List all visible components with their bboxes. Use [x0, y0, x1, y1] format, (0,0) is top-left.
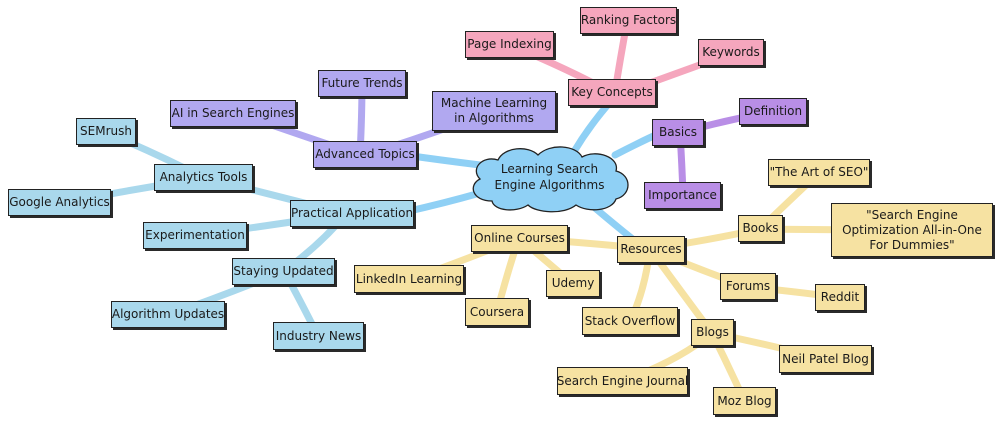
node-label: Udemy [551, 276, 595, 290]
node-label: Forums [725, 279, 771, 293]
node-label: Books [742, 221, 779, 235]
root-node[interactable]: Learning Search Engine Algorithms [462, 143, 637, 213]
node-experimentation[interactable]: Experimentation [143, 222, 247, 249]
node-label: Coursera [469, 304, 525, 319]
node-label: Reddit [820, 290, 860, 304]
node-industry-news[interactable]: Industry News [273, 322, 364, 350]
node-label: Online Courses [474, 231, 565, 245]
node-importance[interactable]: Importance [644, 182, 721, 209]
node-key-concepts[interactable]: Key Concepts [568, 79, 656, 106]
node-label: Future Trends [321, 76, 403, 90]
node-blogs[interactable]: Blogs [691, 319, 734, 346]
node-ai-in-search-engines[interactable]: AI in Search Engines [170, 100, 296, 127]
node-resources[interactable]: Resources [617, 236, 685, 263]
node-neil-patel-blog[interactable]: Neil Patel Blog [779, 345, 872, 373]
node-label: "The Art of SEO" [769, 165, 869, 179]
node-udemy[interactable]: Udemy [546, 270, 600, 297]
node-label: Search Engine Journal [556, 373, 689, 388]
node-label: Basics [658, 125, 698, 139]
node-label: Neil Patel Blog [782, 351, 869, 366]
node-label: Google Analytics [9, 195, 110, 209]
node-label: Definition [743, 104, 803, 118]
node-basics[interactable]: Basics [652, 119, 704, 146]
node-label: Keywords [702, 45, 760, 59]
node-practical-application[interactable]: Practical Application [290, 200, 414, 227]
node-machine-learning[interactable]: Machine Learning in Algorithms [432, 91, 556, 131]
node-online-courses[interactable]: Online Courses [471, 225, 568, 252]
node-label: Staying Updated [233, 264, 334, 278]
node-label: "Search Engine Optimization All-in-One F… [842, 207, 982, 252]
node-books[interactable]: Books [738, 215, 783, 242]
node-analytics-tools[interactable]: Analytics Tools [154, 164, 253, 191]
node-label: Algorithm Updates [111, 307, 225, 321]
node-label: Resources [620, 242, 682, 256]
node-search-engine-journal[interactable]: Search Engine Journal [557, 367, 688, 395]
node-label: SEMrush [80, 124, 132, 138]
cloud-shape [472, 146, 629, 213]
node-label: Advanced Topics [315, 147, 415, 161]
node-label: Page Indexing [467, 37, 552, 51]
node-label: Stack Overflow [584, 313, 676, 328]
node-label: Ranking Factors [580, 13, 677, 27]
node-linkedin-learning[interactable]: LinkedIn Learning [354, 265, 464, 293]
node-algorithm-updates[interactable]: Algorithm Updates [111, 301, 225, 328]
node-label: LinkedIn Learning [355, 271, 463, 286]
node-google-analytics[interactable]: Google Analytics [8, 189, 111, 216]
node-label: Key Concepts [571, 85, 653, 99]
node-future-trends[interactable]: Future Trends [318, 70, 406, 97]
node-forums[interactable]: Forums [720, 273, 776, 300]
node-page-indexing[interactable]: Page Indexing [465, 31, 554, 58]
node-advanced-topics[interactable]: Advanced Topics [313, 141, 417, 168]
node-label: Importance [648, 188, 717, 202]
node-label: AI in Search Engines [171, 106, 295, 120]
node-reddit[interactable]: Reddit [815, 284, 865, 311]
node-label: Industry News [275, 328, 362, 343]
node-label: Blogs [696, 325, 729, 339]
node-semrush[interactable]: SEMrush [76, 118, 136, 145]
node-label: Practical Application [290, 206, 414, 220]
node-definition[interactable]: Definition [739, 98, 807, 125]
node-book-art-of-seo[interactable]: "The Art of SEO" [768, 159, 870, 186]
node-ranking-factors[interactable]: Ranking Factors [580, 7, 677, 34]
node-staying-updated[interactable]: Staying Updated [232, 258, 335, 285]
node-moz-blog[interactable]: Moz Blog [713, 387, 776, 415]
node-stack-overflow[interactable]: Stack Overflow [582, 307, 678, 335]
node-label: Analytics Tools [159, 170, 248, 184]
node-keywords[interactable]: Keywords [698, 39, 764, 66]
node-book-for-dummies[interactable]: "Search Engine Optimization All-in-One F… [831, 203, 993, 257]
node-label: Moz Blog [717, 393, 772, 408]
node-label: Experimentation [145, 228, 245, 242]
node-label: Machine Learning in Algorithms [440, 96, 548, 125]
root-label: Learning Search Engine Algorithms [494, 162, 605, 192]
node-coursera[interactable]: Coursera [465, 298, 529, 326]
